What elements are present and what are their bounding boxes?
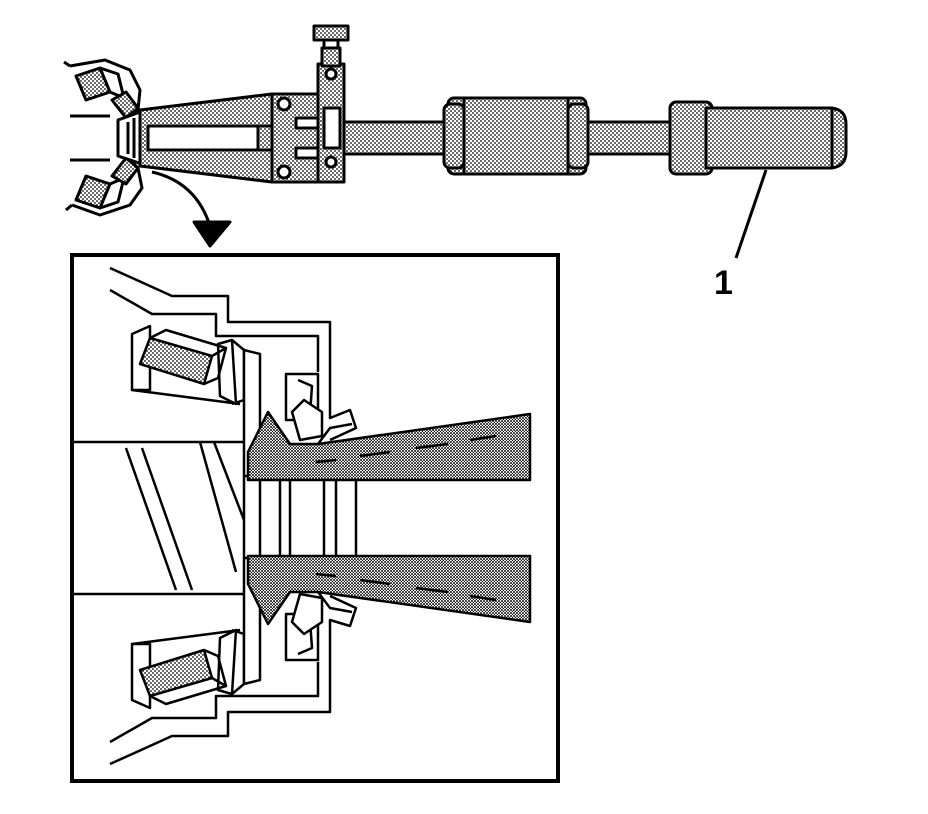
detail-upper-bearing xyxy=(130,324,246,406)
detail-housing xyxy=(109,266,358,766)
puller-taper-body xyxy=(138,92,274,184)
slide-shaft xyxy=(342,120,450,156)
overview-assembly xyxy=(63,24,848,259)
clamp-bolt xyxy=(312,24,350,184)
overview-lower-bearing xyxy=(74,156,140,210)
detail-gear-teeth xyxy=(124,441,246,591)
callout-label-1: 1 xyxy=(714,264,733,302)
overview-upper-bearing xyxy=(74,66,140,120)
detail-puller-jaw-lower xyxy=(246,554,532,626)
detail-seal xyxy=(290,398,324,636)
slide-hammer-handle xyxy=(668,100,848,176)
slide-shaft-2 xyxy=(586,120,672,156)
callout-leader-1 xyxy=(734,169,768,259)
zoom-arrow xyxy=(151,170,232,248)
detail-inset xyxy=(70,253,560,783)
detail-puller-jaw-upper xyxy=(246,410,532,482)
slide-weight xyxy=(442,96,590,176)
puller-collar xyxy=(270,92,320,184)
detail-lower-bearing xyxy=(130,628,246,710)
detail-frame xyxy=(70,253,560,783)
